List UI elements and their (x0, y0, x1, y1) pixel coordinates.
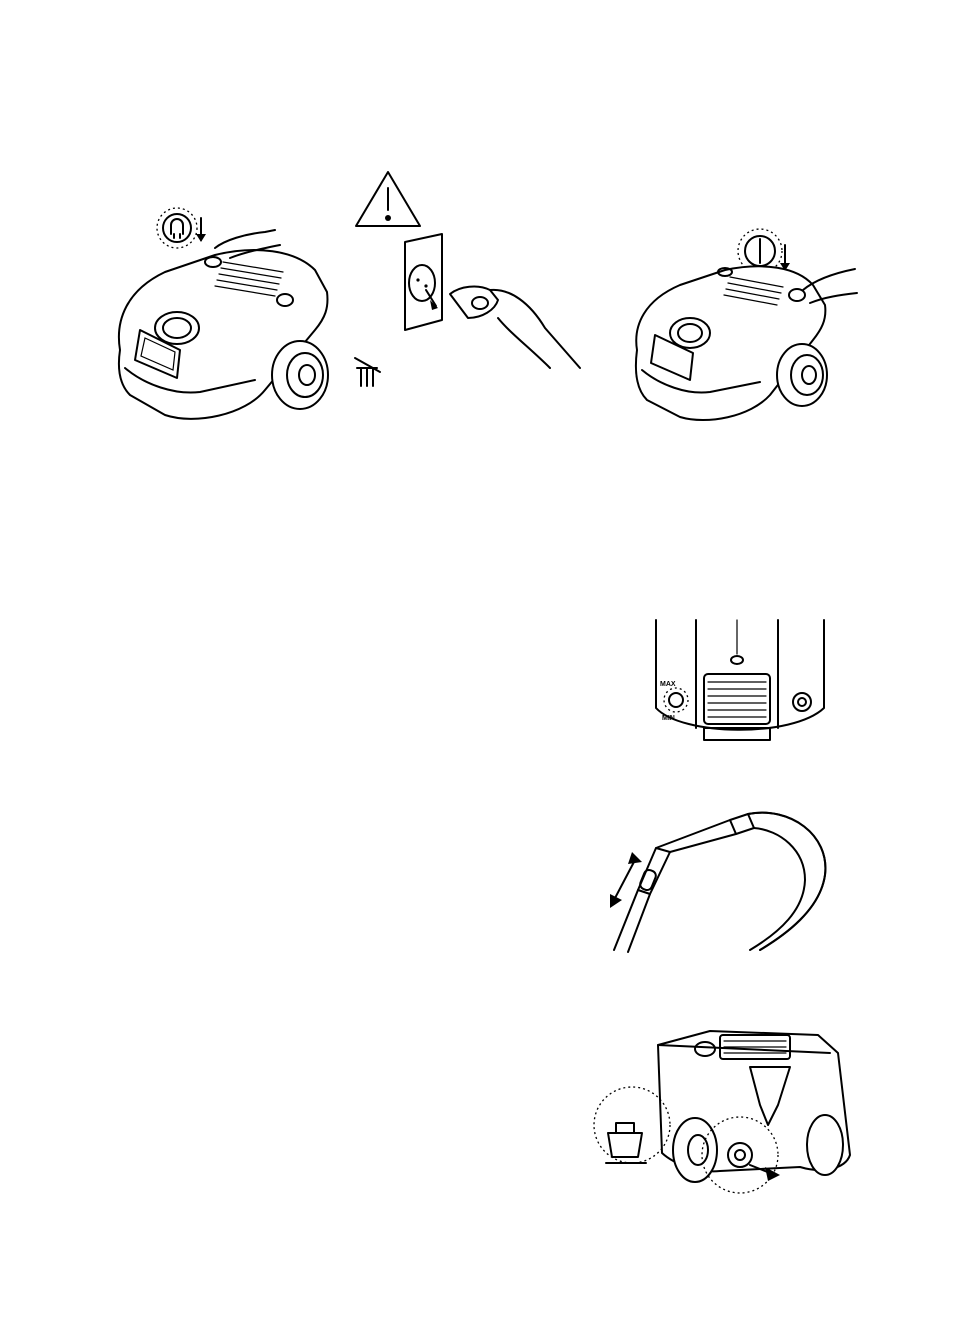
filter-part-icon (606, 1123, 646, 1163)
suction-min-label: MIN (662, 715, 675, 722)
warning-icon (356, 172, 420, 226)
wall-socket (405, 234, 442, 330)
double-arrow-icon (610, 852, 642, 908)
filter-rear-illustration (600, 1025, 855, 1195)
suction-control-illustration: MAX MIN (652, 618, 830, 743)
telescopic-tube-illustration (600, 810, 835, 955)
cord-rewind-icon (157, 208, 206, 248)
suction-max-label: MAX (660, 681, 676, 688)
suction-dial: MAX MIN (660, 681, 688, 722)
power-on-illustration (625, 225, 860, 430)
cord-rewind-illustration (105, 200, 380, 430)
unplug-warning-illustration (350, 168, 585, 378)
plug-hand (450, 287, 580, 368)
